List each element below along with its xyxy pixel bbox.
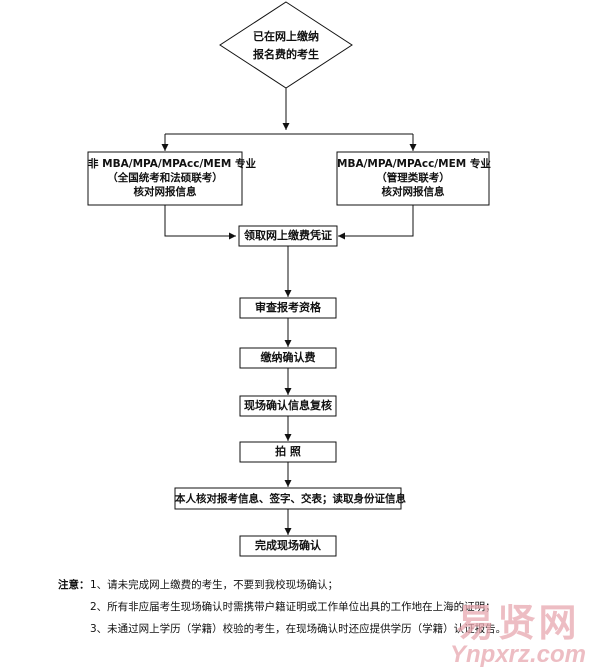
left-branch-line1: 非 MBA/MPA/MPAcc/MEM 专业 (88, 158, 257, 170)
right-branch-line1: MBA/MPA/MPAcc/MEM 专业 (337, 158, 491, 170)
step-label-5: 拍 照 (275, 445, 301, 458)
connector-right-merge (338, 205, 414, 240)
left-branch-line3: 核对网报信息 (133, 186, 197, 198)
start-decision-line1: 已在网上缴纳 (253, 30, 319, 43)
connector-left-merge (164, 205, 236, 240)
step-label-2: 审查报考资格 (255, 301, 321, 314)
left-branch-line2: （全国统考和法硕联考） (107, 172, 223, 184)
right-branch-line3: 核对网报信息 (381, 186, 445, 198)
start-decision-text: 已在网上缴纳 报名费的考生 (236, 30, 336, 62)
start-decision-line2: 报名费的考生 (253, 48, 319, 61)
step-label-3: 缴纳确认费 (260, 351, 316, 364)
step-box-7 (239, 535, 337, 557)
step-label-6: 本人核对报考信息、签字、交表；读取身份证信息 (175, 493, 406, 505)
note-item-2: 2、所有非应届考生现场确认时需携带户籍证明或工作单位出具的工作地在上海的证明； (90, 601, 496, 613)
right-branch-box (336, 151, 490, 206)
right-branch-line2: （管理类联考） (376, 172, 450, 184)
step-label-1: 领取网上缴费凭证 (244, 229, 332, 242)
right-branch-text: MBA/MPA/MPAcc/MEM 专业 （管理类联考） 核对网报信息 (337, 157, 491, 199)
left-branch-text: 非 MBA/MPA/MPAcc/MEM 专业 （全国统考和法硕联考） 核对网报信… (88, 157, 257, 199)
step-label-4: 现场确认信息复核 (244, 399, 332, 412)
left-branch-box (87, 151, 243, 206)
step-label-7: 完成现场确认 (255, 539, 321, 552)
note-item-3: 3、未通过网上学历（学籍）校验的考生，在现场确认时还应提供学历（学籍）认证报告。 (90, 623, 507, 635)
notes-label: 注意： (58, 579, 90, 591)
note-item-1: 1、请未完成网上缴费的考生，不要到我校现场确认； (90, 579, 339, 591)
